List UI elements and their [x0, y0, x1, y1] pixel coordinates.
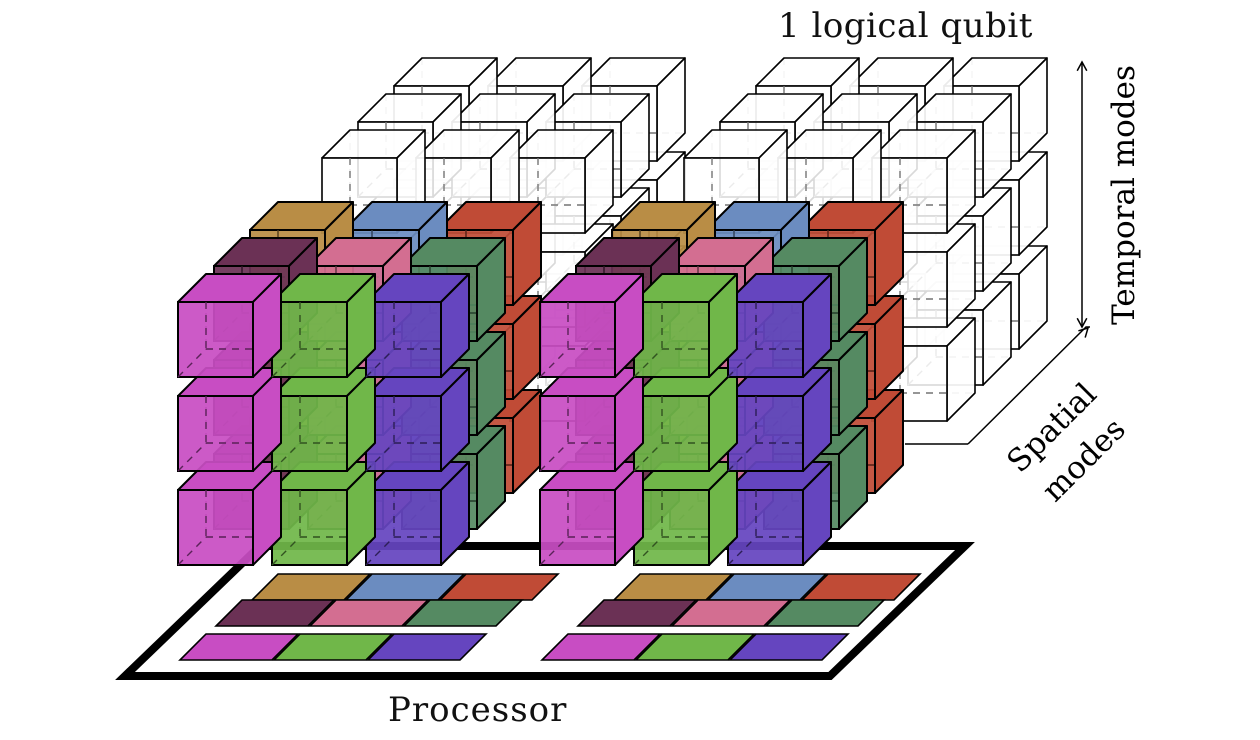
- white-cube: [509, 129, 614, 234]
- cube-magenta: [177, 273, 282, 378]
- cube-magenta: [177, 367, 282, 472]
- temporal-arrowhead-up: [1076, 60, 1088, 72]
- hidden-edge: [727, 348, 757, 378]
- cube-lime: [633, 461, 738, 566]
- cube-magenta: [539, 461, 644, 566]
- hidden-edge: [633, 536, 663, 566]
- cube-indigo: [365, 461, 470, 566]
- hidden-edge: [177, 536, 207, 566]
- hidden-edge: [539, 348, 569, 378]
- hidden-edge: [177, 442, 207, 472]
- spatial-axis-arrow: [967, 326, 1090, 445]
- processor-tile-lime: [272, 633, 394, 661]
- cube-front-face: [539, 301, 616, 378]
- cube-lime: [271, 273, 376, 378]
- hidden-edge: [365, 536, 395, 566]
- hidden-edge: [539, 442, 569, 472]
- cube-indigo: [365, 273, 470, 378]
- hidden-edge: [271, 348, 301, 378]
- axis-arrows: [905, 60, 1090, 445]
- cube-lime: [271, 367, 376, 472]
- processor-label: Processor: [388, 690, 568, 730]
- processor-tile-magenta: [540, 633, 662, 661]
- processor-tile-pink: [670, 599, 792, 627]
- processor-tile-maroon: [576, 599, 698, 627]
- processor-tile-lime: [634, 633, 756, 661]
- temporal-axis-label: Temporal modes: [1106, 65, 1142, 325]
- hidden-edge: [271, 442, 301, 472]
- cube-indigo: [365, 367, 470, 472]
- processor-tile-indigo: [366, 633, 488, 661]
- temporal-arrowhead-down: [1076, 317, 1088, 329]
- hidden-edge: [177, 348, 207, 378]
- hidden-edge: [271, 536, 301, 566]
- logical-qubit-label: 1 logical qubit: [778, 6, 1033, 46]
- cube-front-face: [177, 301, 254, 378]
- spatial-arrowhead: [1078, 326, 1090, 338]
- hidden-edge: [727, 536, 757, 566]
- processor-plate: [115, 542, 975, 680]
- processor-tile-indigo: [728, 633, 850, 661]
- cube-stacks: [177, 57, 1048, 566]
- processor-tile-maroon: [214, 599, 336, 627]
- processor-tile-pink: [308, 599, 430, 627]
- cube-magenta: [539, 273, 644, 378]
- hidden-edge: [365, 442, 395, 472]
- hidden-edge: [633, 442, 663, 472]
- processor-tile-magenta: [178, 633, 300, 661]
- hidden-edge: [727, 442, 757, 472]
- cube-indigo: [727, 461, 832, 566]
- cube-magenta: [539, 367, 644, 472]
- hidden-edge: [633, 348, 663, 378]
- hidden-edge: [539, 536, 569, 566]
- cube-lime: [633, 367, 738, 472]
- cube-indigo: [727, 367, 832, 472]
- hidden-edge: [365, 348, 395, 378]
- cube-lime: [271, 461, 376, 566]
- cube-indigo: [727, 273, 832, 378]
- processor-tile-green-dark: [764, 599, 886, 627]
- cube-magenta: [177, 461, 282, 566]
- processor-tile-green-dark: [402, 599, 524, 627]
- cube-lime: [633, 273, 738, 378]
